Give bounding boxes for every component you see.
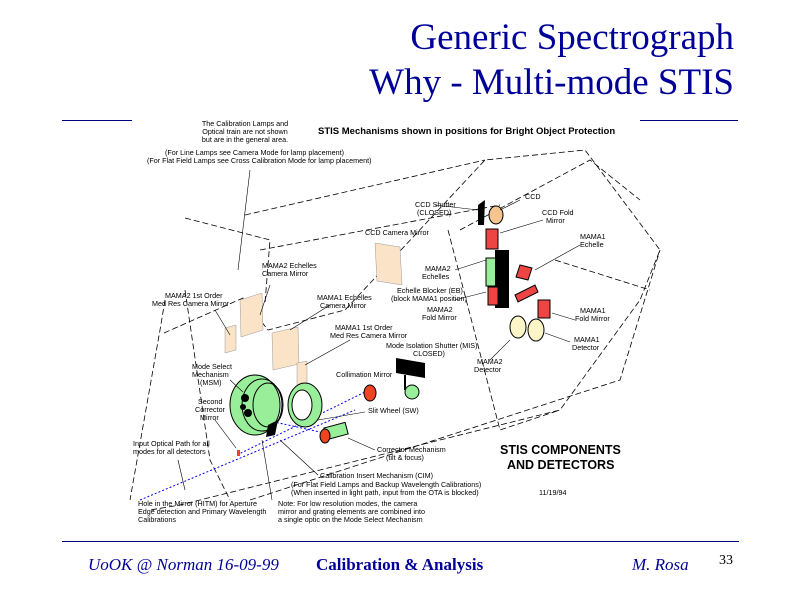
label-input-path-2: modes for all detectors [133, 447, 206, 456]
ccd-camera-mirror [374, 242, 403, 286]
label-note-3: a single optic on the Mode Select Mechan… [278, 515, 423, 524]
label-corrector-2: (tilt & focus) [386, 453, 424, 462]
diagram-heading: STIS Mechanisms shown in positions for B… [318, 126, 615, 137]
ccd-fold-mirror [485, 228, 499, 250]
collimation-mirror [363, 384, 377, 402]
title-rule-left [62, 120, 132, 121]
cal-note-1: The Calibration Lamps and [202, 119, 288, 128]
label-mama2-echelle-2: Echelles [422, 272, 450, 281]
footer-author: M. Rosa [632, 555, 689, 574]
label-mama2-detector-2: Detector [474, 365, 502, 374]
label-ccd-shutter-1: CCD Shutter [415, 200, 456, 209]
label-mama1-echelle-1: MAMA1 [580, 232, 606, 241]
label-mama2-detector-1: MAMA2 [477, 357, 503, 366]
label-hitm-2: Edge detection and Primary Wavelength [138, 507, 266, 516]
label-hitm-3: Calibrations [138, 515, 176, 524]
lamp-note-1: (For Line Lamps see Camera Mode for lamp… [165, 148, 344, 157]
label-mama2-echelle-1: MAMA2 [425, 264, 451, 273]
label-mama1-1st-1: MAMA1 1st Order [335, 323, 393, 332]
label-mama2-echelles-1: MAMA2 Echelles [262, 261, 317, 270]
mama2-1st-order-camera-mirror [224, 324, 237, 354]
label-mama2-echelles-2: Camera Mirror [262, 269, 309, 278]
label-mama2-fold-2: Fold Mirror [422, 313, 457, 322]
label-second-corrector-3: Mirror [200, 413, 219, 422]
label-mama1-detector-1: MAMA1 [574, 335, 600, 344]
label-mama2-1st-2: Med Res Camera Mirror [152, 299, 230, 308]
label-ccd: CCD [525, 192, 541, 201]
label-input-path-1: Input Optical Path for all [133, 439, 210, 448]
label-collimation-mirror: Collimation Mirror [336, 370, 393, 379]
mama1-detector [527, 318, 545, 342]
mama2-detector [509, 315, 527, 339]
slit-wheel [287, 382, 323, 428]
title-rule-right [640, 120, 738, 121]
lamp-note-2: (For Flat Field Lamps see Cross Calibrat… [147, 156, 372, 165]
label-mis-1: Mode Isolation Shutter (MIS) [386, 341, 477, 350]
mama1-fold-mirror [537, 299, 551, 319]
ccd [488, 205, 504, 225]
label-ccd-fold-2: Mirror [546, 216, 565, 225]
label-msm-1: Mode Select [192, 362, 232, 371]
label-mama1-detector-2: Detector [572, 343, 600, 352]
cal-note-3: but are in the general area. [202, 135, 288, 144]
leader-lines [177, 169, 581, 501]
footer-rule [62, 541, 739, 542]
second-corrector-mirror [237, 450, 240, 456]
label-msm-3: (MSM) [200, 378, 222, 387]
label-cim-3: (When inserted in light path, input from… [291, 488, 479, 497]
label-mama2-fold-1: MAMA2 [427, 305, 453, 314]
label-mama1-echelle-2: Echelle [580, 240, 604, 249]
footer-topic: Calibration & Analysis [316, 555, 484, 574]
cal-note-2: Optical train are not shown [202, 127, 288, 136]
label-mama1-fold-1: MAMA1 [580, 306, 606, 315]
label-hitm-1: Hole in the Mirror (HITM) for Aperture [138, 499, 257, 508]
label-mama1-echelles-2: Camera Mirror [320, 301, 367, 310]
label-mama1-1st-2: Med Res Camera Mirror [330, 331, 408, 340]
label-note-1: Note: For low resolution modes, the came… [278, 499, 417, 508]
label-mama1-fold-2: Fold Mirror [575, 314, 610, 323]
slide-title-line2: Why - Multi-mode STIS [369, 62, 734, 103]
label-mis-2: CLOSED) [413, 349, 445, 358]
components-title-1: STIS COMPONENTS [500, 443, 621, 457]
diagram-date: 11/19/94 [539, 488, 566, 497]
slide-title-line1: Generic Spectrograph [410, 17, 734, 58]
mama1-echelles-camera-mirror [271, 326, 300, 371]
label-second-corrector-2: Corrector [195, 405, 226, 414]
label-cim-1: Calibration Insert Mechanism (CIM) [320, 471, 433, 480]
mode-select-mechanism [229, 374, 284, 437]
mode-isolation-shutter [396, 358, 425, 400]
label-slit-wheel: Slit Wheel (SW) [368, 406, 419, 415]
ccd-shutter [478, 200, 485, 225]
page-number: 33 [719, 553, 733, 568]
label-ccd-fold-1: CCD Fold [542, 208, 574, 217]
mama2-fold-mirror [487, 286, 499, 306]
mama2-echelles-camera-mirror [239, 292, 264, 338]
label-mama2-1st-1: MAMA2 1st Order [165, 291, 223, 300]
label-echelle-blocker-2: (block MAMA1 position) [391, 294, 467, 303]
components-title-2: AND DETECTORS [507, 458, 614, 472]
label-ccd-camera-mirror: CCD Camera Mirror [365, 228, 429, 237]
label-echelle-blocker-1: Echelle Blocker (EB) [397, 286, 463, 295]
label-msm-2: Mechanism [192, 370, 229, 379]
label-note-2: mirror and grating elements are combined… [278, 507, 425, 516]
label-second-corrector-1: Second [198, 397, 222, 406]
footer-venue: UoOK @ Norman 16-09-99 [88, 555, 279, 574]
mama1-echelle [515, 264, 533, 281]
label-ccd-shutter-2: (CLOSED) [417, 208, 451, 217]
detector-cluster [478, 200, 551, 342]
label-cim-2: (For Flat Field Lamps and Backup Wavelen… [291, 480, 481, 489]
corrector-mechanism [319, 421, 349, 444]
label-mama1-echelles-1: MAMA1 Echelles [317, 293, 372, 302]
label-corrector-1: Corrector Mechanism [377, 445, 446, 454]
